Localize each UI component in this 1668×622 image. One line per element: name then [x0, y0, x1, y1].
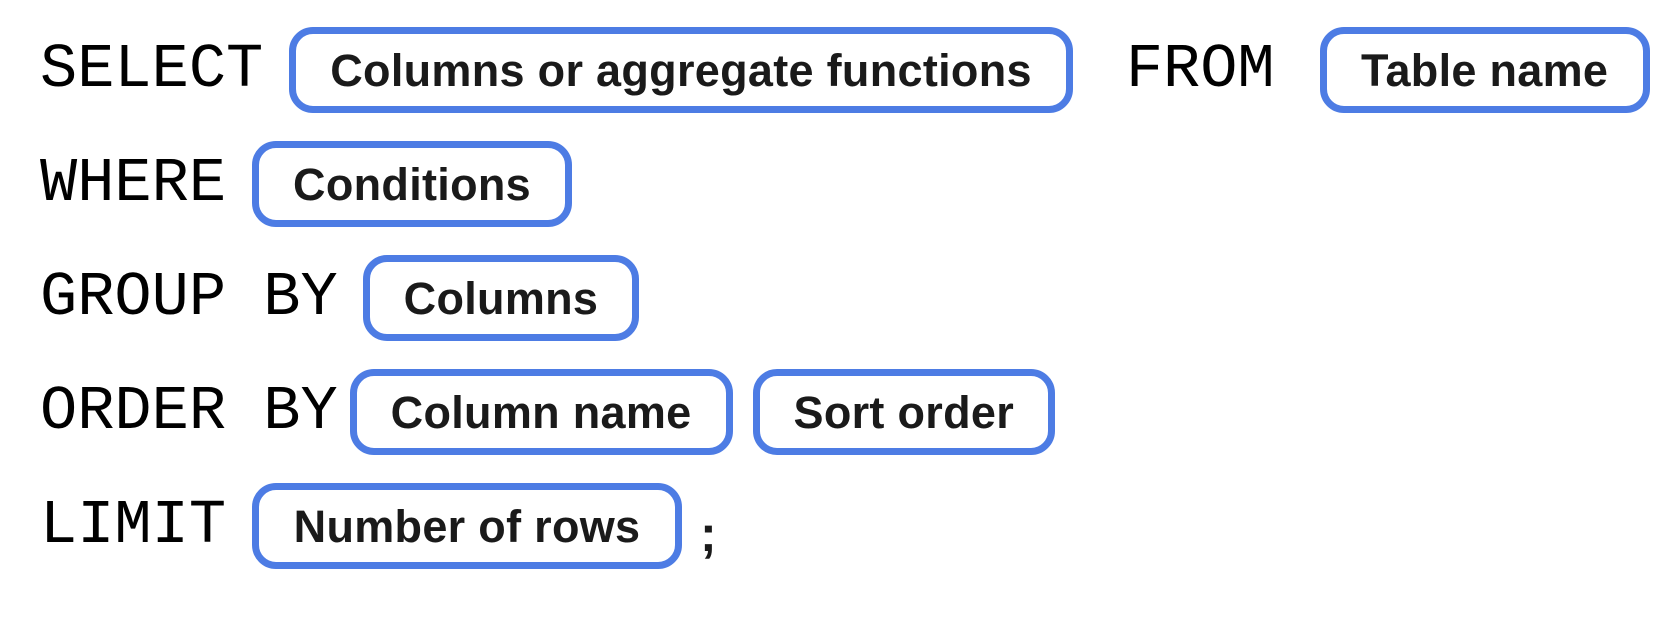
statement-terminator-semicolon: ; — [700, 506, 717, 562]
from-keyword: FROM — [1125, 34, 1275, 105]
group-by-row: GROUP BY Columns — [40, 252, 1668, 344]
where-row: WHERE Conditions — [40, 138, 1668, 230]
order-by-row: ORDER BY Column name Sort order — [40, 366, 1668, 458]
column-name-pill: Column name — [349, 369, 733, 455]
sql-query-syntax-diagram: SELECT Columns or aggregate functions FR… — [40, 24, 1668, 622]
table-name-pill: Table name — [1319, 27, 1650, 113]
order-by-keyword: ORDER BY — [40, 376, 338, 447]
group-by-columns-pill: Columns — [362, 255, 640, 341]
sort-order-pill: Sort order — [752, 369, 1056, 455]
columns-or-aggregate-functions-pill: Columns or aggregate functions — [289, 27, 1073, 113]
select-from-row: SELECT Columns or aggregate functions FR… — [40, 24, 1668, 116]
number-of-rows-pill: Number of rows — [252, 483, 683, 569]
where-keyword: WHERE — [40, 148, 227, 219]
select-keyword: SELECT — [40, 34, 264, 105]
limit-keyword: LIMIT — [40, 490, 227, 561]
conditions-pill: Conditions — [252, 141, 572, 227]
group-by-keyword: GROUP BY — [40, 262, 338, 333]
limit-row: LIMIT Number of rows ; — [40, 480, 1668, 572]
